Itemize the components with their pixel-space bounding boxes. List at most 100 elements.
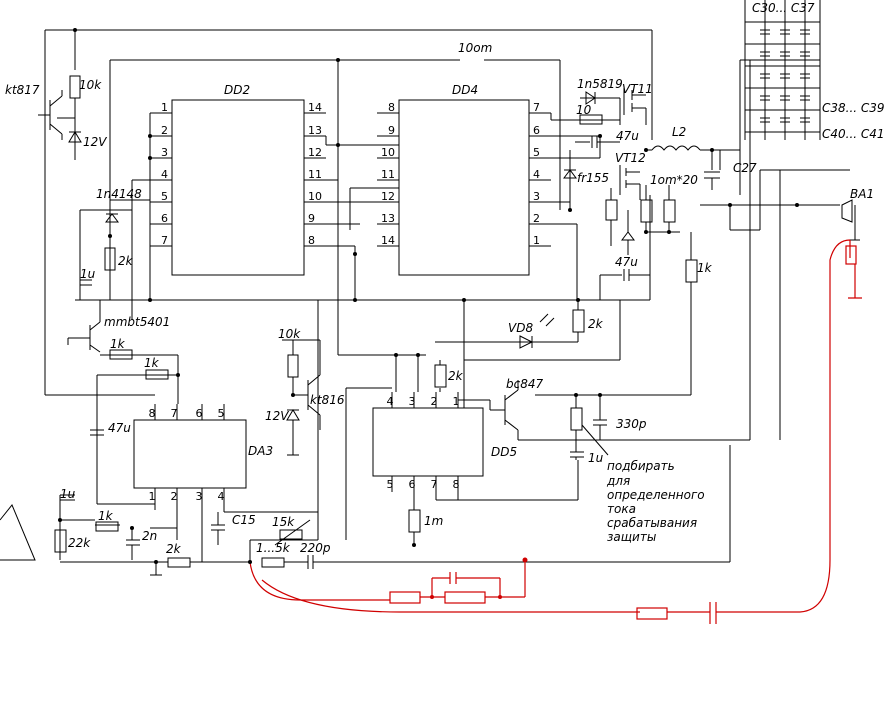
- label-bc847: bc847: [506, 377, 543, 391]
- label-mmbt: mmbt5401: [104, 315, 170, 329]
- junctions: [58, 28, 799, 564]
- pin-number: 9: [308, 212, 315, 225]
- svg-text:подбирать: подбирать: [607, 459, 675, 473]
- pin-number: 6: [533, 124, 540, 137]
- pin-number: 13: [381, 212, 395, 225]
- pin-number: 7: [171, 407, 178, 420]
- pin-number: 13: [308, 124, 322, 137]
- pin-number: 8: [149, 407, 156, 420]
- label-z12v-top: 12V: [83, 135, 107, 149]
- label-c2n: 2n: [142, 529, 157, 543]
- pin-number: 1: [453, 395, 460, 408]
- label-d1n4148: 1n4148: [96, 187, 142, 201]
- label-c30-37: C30... C37: [752, 1, 815, 15]
- label-c15: C15: [232, 513, 256, 527]
- pin-number: 4: [161, 168, 168, 181]
- dd2-chip: [171, 99, 305, 276]
- red-junction: [498, 595, 502, 599]
- da3-chip: [133, 419, 247, 489]
- dd4-chip: [398, 99, 530, 276]
- svg-text:защиты: защиты: [607, 530, 656, 544]
- pin-number: 5: [161, 190, 168, 203]
- pin-number: 14: [381, 234, 395, 247]
- pin-number: 2: [533, 212, 540, 225]
- svg-text:для: для: [606, 474, 630, 488]
- pin-number: 1: [149, 490, 156, 503]
- label-r2k-dd5: 2k: [448, 369, 464, 383]
- pin-number: 10: [381, 146, 395, 159]
- label-r1om20: 1om*20: [650, 173, 698, 187]
- pin-number: 12: [381, 190, 395, 203]
- label-r10k-mid: 10k: [278, 327, 301, 341]
- offpage-symbol: [0, 504, 36, 561]
- pin-number: 5: [218, 407, 225, 420]
- label-r1k-right: 1k: [697, 261, 713, 275]
- pin-number: 8: [453, 478, 460, 491]
- pin-number: 8: [388, 101, 395, 114]
- pin-number: 12: [308, 146, 322, 159]
- label-r10-small: 10: [576, 103, 592, 117]
- pin-number: 7: [533, 101, 540, 114]
- note-text: подбирать для определенного тока срабаты…: [606, 459, 705, 544]
- pin-number: 5: [533, 146, 540, 159]
- label-r22k: 22k: [68, 536, 91, 550]
- label-r15k: 15k: [272, 515, 295, 529]
- dd2-title: DD2: [224, 83, 250, 97]
- pin-number: 6: [161, 212, 168, 225]
- label-ba1: BA1: [850, 187, 874, 201]
- label-vt12: VT12: [615, 151, 646, 165]
- pin-number: 1: [161, 101, 168, 114]
- label-r2k-left: 2k: [118, 254, 134, 268]
- label-c220p: 220p: [300, 541, 331, 555]
- label-vd8: VD8: [508, 321, 533, 335]
- label-r1k-bottom: 1k: [98, 509, 114, 523]
- label-r10om: 10om: [458, 41, 492, 55]
- label-c47u-mid: 47u: [615, 255, 638, 269]
- label-r2k-bottom: 2k: [166, 542, 182, 556]
- label-kt817: kt817: [5, 83, 40, 97]
- pin-number: 4: [387, 395, 394, 408]
- pin-number: 2: [171, 490, 178, 503]
- label-c330p: 330p: [616, 417, 647, 431]
- label-c38-39: C38... C39: [822, 101, 885, 115]
- label-c1u-left: 1u: [80, 267, 96, 281]
- svg-text:определенного: определенного: [607, 488, 705, 502]
- da3-title: DA3: [248, 444, 273, 458]
- label-c1u-right: 1u: [588, 451, 604, 465]
- label-c47u-left: 47u: [108, 421, 131, 435]
- red-modification: [249, 239, 862, 624]
- pin-number: 14: [308, 101, 322, 114]
- pin-number: 3: [533, 190, 540, 203]
- pin-number: 3: [161, 146, 168, 159]
- label-c47u-top: 47u: [616, 129, 639, 143]
- pin-number: 2: [161, 124, 168, 137]
- pin-number: 5: [387, 478, 394, 491]
- component-labels: kt817 10k 12V 10om 1n5819 VT11 C30... C3…: [5, 1, 885, 556]
- label-c27: C27: [733, 161, 757, 175]
- label-vt11: VT11: [622, 82, 653, 96]
- pin-number: 3: [196, 490, 203, 503]
- label-r1k-a: 1k: [110, 337, 126, 351]
- label-r10k-top: 10k: [79, 78, 102, 92]
- dd5-title: DD5: [491, 445, 517, 459]
- svg-text:тока: тока: [607, 502, 636, 516]
- pin-number: 8: [308, 234, 315, 247]
- pin-number: 4: [533, 168, 540, 181]
- label-l2: L2: [672, 125, 686, 139]
- pin-number: 2: [431, 395, 438, 408]
- label-c1u-bottom: 1u: [60, 487, 76, 501]
- pin-number: 10: [308, 190, 322, 203]
- pin-number: 6: [409, 478, 416, 491]
- label-r1k-b: 1k: [144, 356, 160, 370]
- pin-number: 11: [308, 168, 322, 181]
- dd5-chip: [372, 407, 484, 477]
- pin-number: 6: [196, 407, 203, 420]
- pin-number: 4: [218, 490, 225, 503]
- label-z12v-mid: 12V: [265, 409, 289, 423]
- svg-text:срабатывания: срабатывания: [607, 516, 697, 530]
- pin-stubs: [150, 112, 551, 504]
- pin-number: 9: [388, 124, 395, 137]
- label-c40-41: C40... C41: [822, 127, 885, 141]
